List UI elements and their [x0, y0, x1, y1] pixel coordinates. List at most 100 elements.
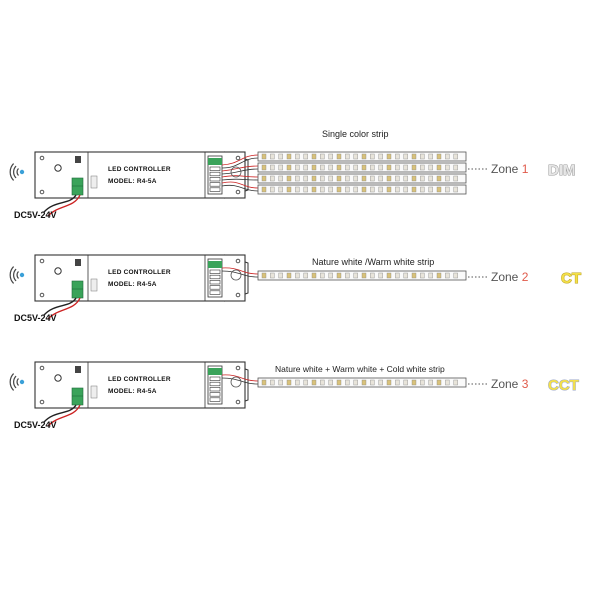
led-chip — [370, 164, 375, 171]
status-led — [75, 366, 81, 373]
led-chip — [320, 153, 325, 160]
wifi-arc-3 — [9, 373, 15, 391]
status-led — [75, 156, 81, 163]
led-chip — [436, 379, 442, 386]
led-chip — [361, 186, 367, 193]
learn-button — [54, 267, 62, 275]
wifi-dot — [19, 169, 25, 175]
terminal-screw — [209, 387, 221, 392]
led-chip — [386, 186, 392, 193]
wifi-arc-3 — [9, 266, 15, 284]
led-chip — [261, 379, 267, 386]
led-chip — [278, 175, 283, 182]
led-chip — [403, 379, 408, 386]
zone-number: 2 — [522, 270, 529, 284]
output-wire-black — [221, 178, 259, 181]
input-terminal — [71, 387, 84, 406]
led-chip — [303, 186, 308, 193]
led-chip — [370, 272, 375, 279]
led-chip — [311, 272, 317, 279]
led-chip — [453, 175, 458, 182]
led-chip — [361, 379, 367, 386]
output-wire-red — [221, 165, 259, 172]
led-chip — [395, 175, 400, 182]
led-chip — [336, 186, 342, 193]
led-chip — [320, 175, 325, 182]
led-chip — [378, 379, 383, 386]
led-chip — [445, 153, 450, 160]
controller-model: MODEL: R4-5A — [108, 388, 157, 395]
led-chip — [445, 164, 450, 171]
wifi-arc-2 — [13, 165, 17, 179]
output-wire-red — [221, 267, 259, 275]
led-chip — [303, 153, 308, 160]
led-chip — [336, 272, 342, 279]
wifi-arc-1 — [16, 168, 19, 176]
learn-button — [54, 374, 62, 382]
zone-word: Zone — [491, 162, 522, 176]
screw-hole — [39, 365, 45, 371]
controller-title: LED CONTROLLER — [108, 166, 171, 173]
led-chip — [378, 164, 383, 171]
terminal-screw — [209, 187, 221, 192]
terminal-screw — [209, 290, 221, 295]
led-chip — [445, 186, 450, 193]
power-label: DC5V-24V — [14, 313, 57, 323]
led-chip — [445, 175, 450, 182]
screw-hole — [235, 155, 241, 161]
led-chip — [411, 272, 417, 279]
controller-title: LED CONTROLLER — [108, 376, 171, 383]
led-chip — [353, 272, 358, 279]
led-chip — [428, 272, 433, 279]
led-chip — [378, 175, 383, 182]
led-chip — [295, 186, 300, 193]
led-chip — [295, 164, 300, 171]
controller-title: LED CONTROLLER — [108, 269, 171, 276]
led-chip — [261, 186, 267, 193]
output-terminal — [207, 155, 223, 195]
led-chip — [403, 164, 408, 171]
terminal-screw — [209, 177, 221, 182]
led-chip — [336, 153, 342, 160]
led-chip — [353, 153, 358, 160]
terminal-screw — [209, 274, 221, 280]
led-chip — [270, 153, 275, 160]
led-chip — [328, 153, 333, 160]
screw-hole — [39, 292, 45, 298]
led-chip — [311, 175, 317, 182]
led-chip — [378, 186, 383, 193]
led-chip — [395, 164, 400, 171]
led-chip — [361, 272, 367, 279]
terminal-screw — [209, 166, 221, 171]
screw-hole — [235, 365, 241, 371]
led-chip — [328, 175, 333, 182]
led-chip — [428, 186, 433, 193]
led-chip — [395, 153, 400, 160]
led-chip — [311, 186, 317, 193]
led-chip — [420, 164, 425, 171]
led-chip — [420, 272, 425, 279]
screw-hole — [235, 292, 241, 298]
led-chip — [386, 272, 392, 279]
led-chip — [303, 175, 308, 182]
led-chip — [370, 175, 375, 182]
terminal-green-block — [208, 158, 222, 165]
led-chip — [361, 153, 367, 160]
screw-hole — [235, 399, 241, 405]
led-chip — [436, 153, 442, 160]
screw-hole — [39, 258, 45, 264]
wifi-arc-2 — [13, 375, 17, 389]
led-chip — [445, 272, 450, 279]
led-chip — [345, 379, 350, 386]
wifi-icon — [9, 373, 25, 391]
zone-number: 3 — [522, 377, 529, 391]
wire-connector-icon — [230, 376, 242, 388]
led-chip — [395, 379, 400, 386]
led-chip — [286, 153, 292, 160]
led-chip — [303, 379, 308, 386]
led-chip — [411, 186, 417, 193]
led-chip — [345, 175, 350, 182]
wifi-arc-3 — [9, 163, 15, 181]
